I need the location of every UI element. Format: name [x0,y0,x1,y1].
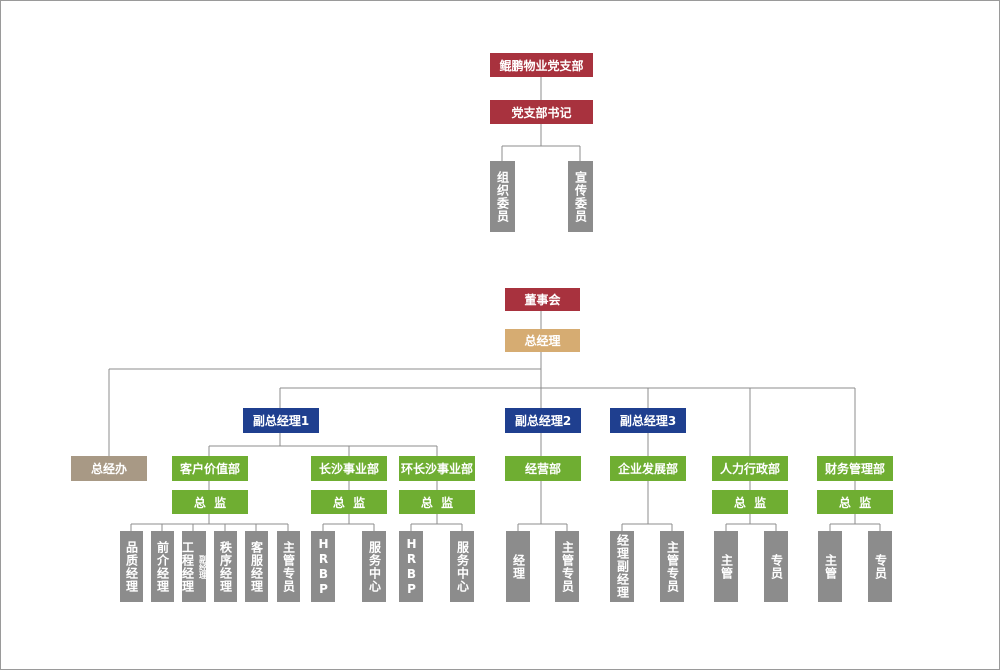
gm-office-box: 总经办 [71,456,147,481]
manager-operations-box: 经理 [506,531,530,602]
supervisor-specialist-enterprise-box: 主管专员 [660,531,684,602]
general-manager-box: 总经理 [505,329,580,352]
director-hr-box: 总 监 [712,490,788,514]
customer-service-manager-box: 客服经理 [245,531,268,602]
hrbp-huan-changsha-box: HRBP [399,531,423,602]
vice-gm-1-box: 副总经理1 [243,408,319,433]
changsha-division-box: 长沙事业部 [311,456,387,481]
enterprise-dev-dept-box: 企业发展部 [610,456,686,481]
manager-deputy-enterprise-box: 经理副经理 [610,531,634,602]
party-secretary-box: 党支部书记 [490,100,593,124]
deputy-manager-label: 副经理 [198,554,208,579]
finance-dept-box: 财务管理部 [817,456,893,481]
publicity-member-box: 宣传委员 [568,161,593,232]
customer-value-dept-box: 客户价值部 [172,456,248,481]
supervisor-specialist-operations-box: 主管专员 [555,531,579,602]
director-finance-box: 总 监 [817,490,893,514]
quality-manager-box: 品质经理 [120,531,143,602]
director-huan-changsha-box: 总 监 [399,490,475,514]
hr-admin-dept-box: 人力行政部 [712,456,788,481]
order-manager-box: 秩序经理 [214,531,237,602]
specialist-hr-box: 专员 [764,531,788,602]
supervisor-finance-box: 主管 [818,531,842,602]
director-customer-box: 总 监 [172,490,248,514]
board-box: 董事会 [505,288,580,311]
service-center-huan-changsha-box: 服务中心 [450,531,474,602]
pre-service-manager-box: 前介经理 [151,531,174,602]
service-center-changsha-box: 服务中心 [362,531,386,602]
hrbp-changsha-box: HRBP [311,531,335,602]
specialist-finance-box: 专员 [868,531,892,602]
supervisor-hr-box: 主管 [714,531,738,602]
vice-gm-2-box: 副总经理2 [505,408,581,433]
vice-gm-3-box: 副总经理3 [610,408,686,433]
director-changsha-box: 总 监 [311,490,387,514]
supervisor-specialist-cv-box: 主管专员 [277,531,300,602]
engineering-manager-box: 工程经理 副经理 [180,531,208,602]
party-branch-box: 鲲鹏物业党支部 [490,53,593,77]
operations-dept-box: 经营部 [505,456,581,481]
engineering-manager-label: 工程经理 [180,540,195,593]
organization-member-box: 组织委员 [490,161,515,232]
huan-changsha-division-box: 环长沙事业部 [399,456,475,481]
